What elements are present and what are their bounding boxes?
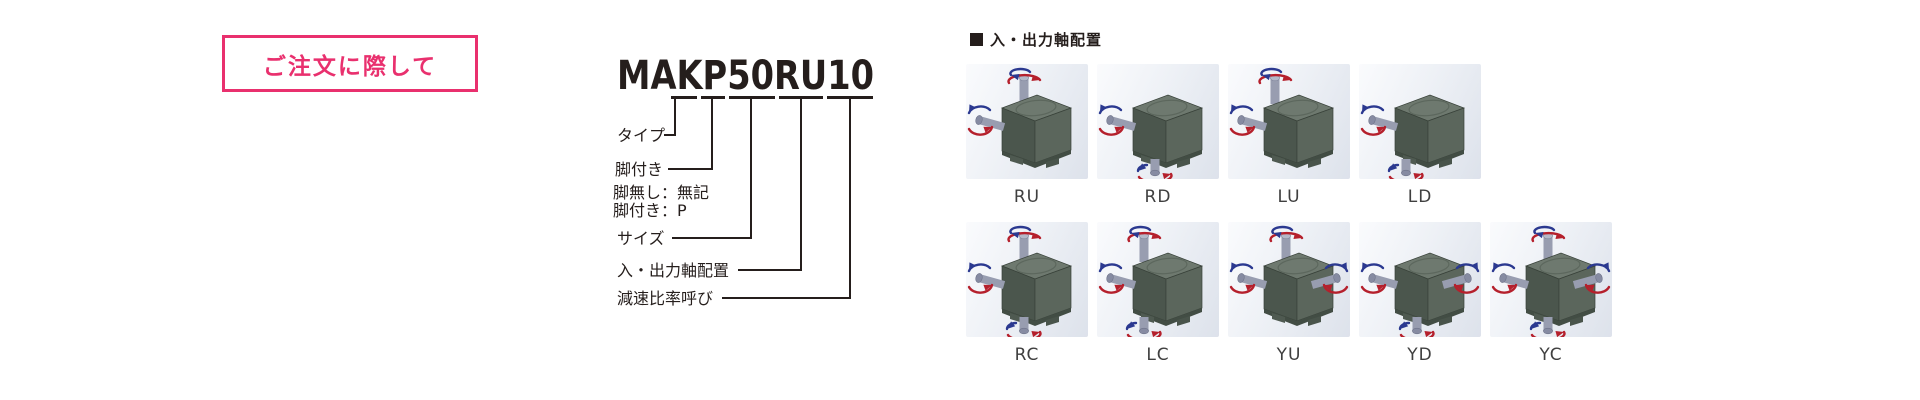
arrangement-tile — [1097, 222, 1219, 337]
leader-lines — [664, 99, 851, 299]
gearbox-illustration — [1360, 94, 1466, 179]
gearbox-illustration — [967, 225, 1073, 337]
square-bullet-icon — [970, 33, 983, 46]
segment-underline-bars — [671, 96, 873, 99]
label-size: サイズ — [617, 229, 665, 248]
gearbox-illustration — [1229, 225, 1349, 326]
label-ratio: 減速比率呼び — [617, 289, 713, 308]
label-legs: 脚付き — [615, 160, 663, 179]
arrangement-rows: RU RD LU — [966, 64, 1612, 365]
arrangement-cell: LU — [1228, 64, 1350, 207]
arrangement-row: RC LC YU — [966, 222, 1612, 365]
arrangement-label: YD — [1407, 345, 1433, 365]
arrangement-label: LC — [1146, 345, 1170, 365]
section-heading-text: 入・出力軸配置 — [990, 31, 1103, 49]
arrangement-tile — [1228, 64, 1350, 179]
gearbox-illustration — [1098, 94, 1204, 179]
order-notice-box: ご注文に際して — [222, 35, 478, 92]
label-legs-none: 脚無し：無記 — [613, 183, 709, 202]
gearbox-illustration — [1229, 67, 1335, 168]
model-code-diagram-svg: MAKP50RU10 タイプ 脚付き 脚無し：無記 脚付き：P — [613, 53, 874, 308]
arrangement-cell: RC — [966, 222, 1088, 365]
label-legs-with: 脚付き：P — [613, 201, 687, 220]
arrangement-tile — [1228, 222, 1350, 337]
arrangement-label: RD — [1144, 187, 1172, 207]
order-notice-label: ご注文に際して — [262, 53, 438, 80]
arrangement-tile — [1097, 64, 1219, 179]
label-shaft-arrangement: 入・出力軸配置 — [617, 261, 729, 280]
label-type: タイプ — [617, 126, 665, 145]
gearbox-illustration — [1360, 252, 1480, 337]
section-heading: 入・出力軸配置 — [970, 30, 1612, 49]
arrangement-row: RU RD LU — [966, 64, 1612, 207]
arrangement-cell: LC — [1097, 222, 1219, 365]
arrangement-label: YC — [1539, 345, 1563, 365]
gearbox-illustration — [1491, 225, 1611, 337]
gearbox-illustration — [1098, 225, 1204, 337]
arrangement-tile — [966, 222, 1088, 337]
arrangement-tile — [1490, 222, 1612, 337]
arrangement-label: YU — [1276, 345, 1302, 365]
arrangement-cell: YC — [1490, 222, 1612, 365]
arrangement-label: RU — [1013, 187, 1041, 207]
arrangement-cell: YU — [1228, 222, 1350, 365]
arrangement-cell: LD — [1359, 64, 1481, 207]
arrangement-label: RC — [1014, 345, 1040, 365]
arrangement-tile — [966, 64, 1088, 179]
model-code-text: MAKP50RU10 — [617, 53, 874, 99]
arrangement-tile — [1359, 64, 1481, 179]
arrangement-tile — [1359, 222, 1481, 337]
shaft-arrangement-section: 入・出力軸配置 RU RD — [966, 30, 1612, 365]
arrangement-cell: RU — [966, 64, 1088, 207]
arrangement-cell: YD — [1359, 222, 1481, 365]
arrangement-cell: RD — [1097, 64, 1219, 207]
gearbox-illustration — [967, 67, 1073, 168]
model-code-diagram: MAKP50RU10 タイプ 脚付き 脚無し：無記 脚付き：P — [600, 40, 930, 340]
arrangement-label: LU — [1277, 187, 1301, 207]
arrangement-label: LD — [1407, 187, 1433, 207]
